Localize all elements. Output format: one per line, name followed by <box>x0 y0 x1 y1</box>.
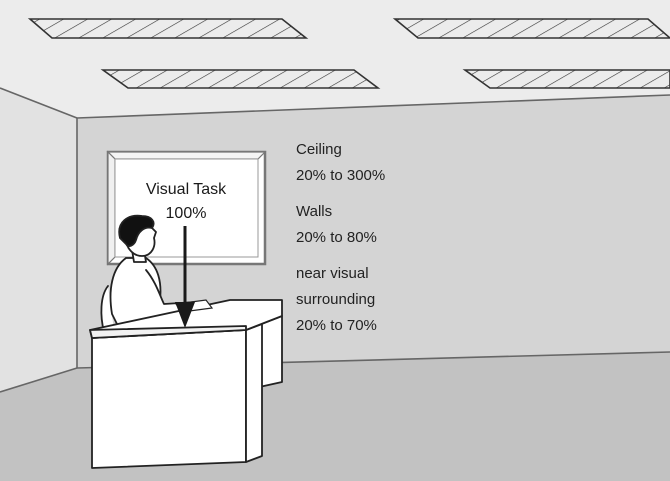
visual-task-title: Visual Task <box>146 181 227 198</box>
walls-range: 20% to 80% <box>296 229 377 246</box>
light-fixture-1 <box>27 18 309 39</box>
hair <box>118 214 155 247</box>
visual-task-value: 100% <box>166 205 207 222</box>
surrounding-label-1: near visual <box>296 265 369 282</box>
left-wall <box>0 88 77 392</box>
ceiling-range: 20% to 300% <box>296 167 385 184</box>
ceiling-label: Ceiling <box>296 141 342 158</box>
light-fixture-4 <box>462 69 670 89</box>
walls-label: Walls <box>296 203 332 220</box>
surrounding-range: 20% to 70% <box>296 317 377 334</box>
surrounding-label-2: surrounding <box>296 291 375 308</box>
light-fixture-2 <box>392 18 670 39</box>
ceiling-lights <box>27 18 670 89</box>
viewing-arrow <box>175 226 195 328</box>
light-fixture-3 <box>100 69 381 89</box>
luminance-labels: Ceiling 20% to 300% Walls 20% to 80% nea… <box>296 141 385 334</box>
